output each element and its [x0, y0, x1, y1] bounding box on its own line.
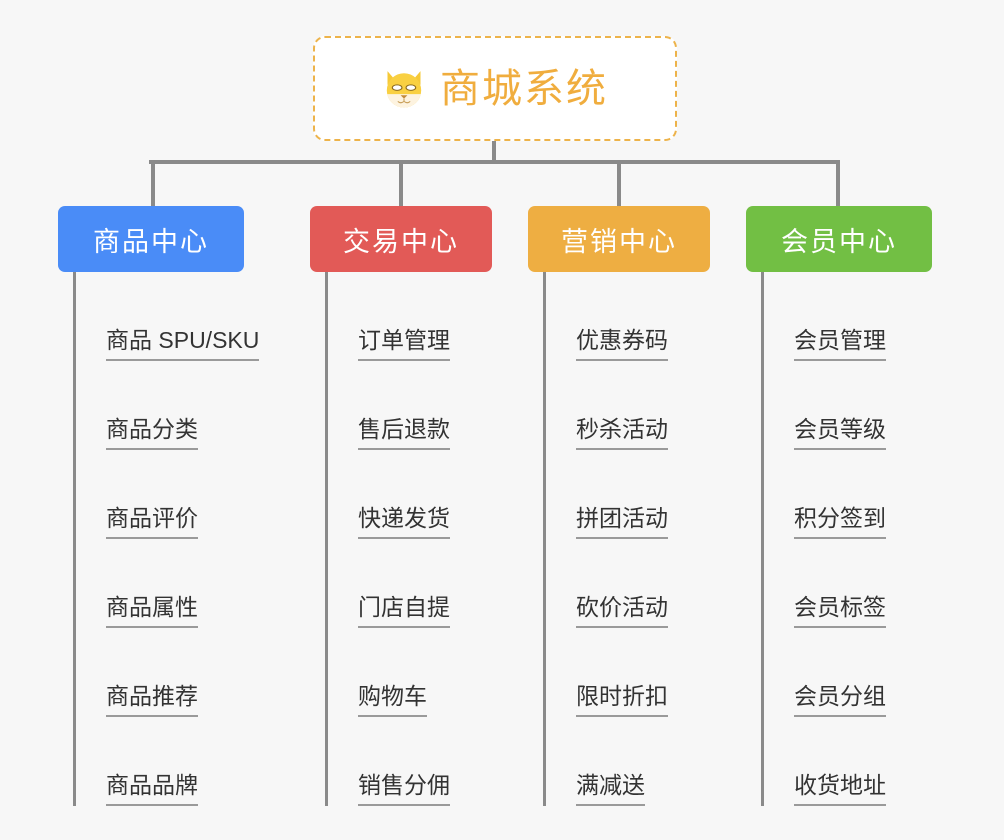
list-item-label: 会员分组 — [794, 683, 886, 717]
root-node[interactable]: 商城系统 — [313, 36, 677, 141]
column-trunk — [761, 272, 764, 806]
list-item-label: 会员管理 — [794, 327, 886, 361]
connector-stem — [492, 141, 496, 163]
list-item[interactable]: 门店自提 — [310, 539, 492, 628]
list-item-label: 订单管理 — [358, 327, 450, 361]
list-item-label: 购物车 — [358, 683, 427, 717]
list-item-label: 售后退款 — [358, 416, 450, 450]
column-trunk — [325, 272, 328, 806]
list-item[interactable]: 砍价活动 — [528, 539, 710, 628]
list-item-label: 门店自提 — [358, 594, 450, 628]
list-item[interactable]: 商品分类 — [58, 361, 244, 450]
root-title: 商城系统 — [440, 66, 608, 111]
list-item-label: 商品推荐 — [106, 683, 198, 717]
list-item[interactable]: 订单管理 — [310, 272, 492, 361]
list-item[interactable]: 收货地址 — [746, 717, 932, 806]
category-header-marketing[interactable]: 营销中心 — [528, 206, 710, 272]
category-column-marketing: 营销中心 优惠券码 秒杀活动 拼团活动 砍价活动 限时折扣 满减送 — [528, 206, 710, 806]
connector-drop-3 — [617, 160, 621, 206]
list-item-label: 商品分类 — [106, 416, 198, 450]
category-column-product: 商品中心 商品 SPU/SKU 商品分类 商品评价 商品属性 商品推荐 商品品牌 — [58, 206, 260, 806]
list-item[interactable]: 满减送 — [528, 717, 710, 806]
category-items-marketing: 优惠券码 秒杀活动 拼团活动 砍价活动 限时折扣 满减送 — [528, 272, 710, 806]
category-items-member: 会员管理 会员等级 积分签到 会员标签 会员分组 收货地址 — [746, 272, 932, 806]
list-item-label: 销售分佣 — [358, 772, 450, 806]
category-column-member: 会员中心 会员管理 会员等级 积分签到 会员标签 会员分组 收货地址 — [746, 206, 932, 806]
list-item-label: 优惠券码 — [576, 327, 668, 361]
list-item[interactable]: 销售分佣 — [310, 717, 492, 806]
list-item-label: 商品品牌 — [106, 772, 198, 806]
list-item-label: 商品评价 — [106, 505, 198, 539]
list-item-label: 商品属性 — [106, 594, 198, 628]
list-item[interactable]: 会员分组 — [746, 628, 932, 717]
list-item[interactable]: 会员标签 — [746, 539, 932, 628]
list-item[interactable]: 积分签到 — [746, 450, 932, 539]
column-trunk — [73, 272, 76, 806]
list-item[interactable]: 会员等级 — [746, 361, 932, 450]
list-item-label: 限时折扣 — [576, 683, 668, 717]
column-trunk — [543, 272, 546, 806]
category-items-trade: 订单管理 售后退款 快递发货 门店自提 购物车 销售分佣 — [310, 272, 492, 806]
list-item[interactable]: 购物车 — [310, 628, 492, 717]
connector-drop-1 — [151, 160, 155, 206]
list-item[interactable]: 限时折扣 — [528, 628, 710, 717]
connector-bus — [149, 160, 840, 164]
list-item-label: 积分签到 — [794, 505, 886, 539]
list-item[interactable]: 商品品牌 — [58, 717, 244, 806]
dog-face-icon — [386, 70, 422, 108]
list-item[interactable]: 快递发货 — [310, 450, 492, 539]
category-header-member[interactable]: 会员中心 — [746, 206, 932, 272]
category-items-product: 商品 SPU/SKU 商品分类 商品评价 商品属性 商品推荐 商品品牌 — [58, 272, 260, 806]
list-item-label: 收货地址 — [794, 772, 886, 806]
list-item[interactable]: 拼团活动 — [528, 450, 710, 539]
category-header-trade[interactable]: 交易中心 — [310, 206, 492, 272]
list-item-label: 砍价活动 — [576, 594, 668, 628]
list-item[interactable]: 商品评价 — [58, 450, 244, 539]
connector-drop-2 — [399, 160, 403, 206]
list-item[interactable]: 商品推荐 — [58, 628, 244, 717]
connector-drop-4 — [836, 160, 840, 206]
list-item-label: 快递发货 — [358, 505, 450, 539]
list-item[interactable]: 秒杀活动 — [528, 361, 710, 450]
list-item[interactable]: 优惠券码 — [528, 272, 710, 361]
list-item[interactable]: 商品 SPU/SKU — [58, 272, 260, 361]
category-header-product[interactable]: 商品中心 — [58, 206, 244, 272]
category-column-trade: 交易中心 订单管理 售后退款 快递发货 门店自提 购物车 销售分佣 — [310, 206, 492, 806]
list-item-label: 会员等级 — [794, 416, 886, 450]
list-item-label: 满减送 — [576, 772, 645, 806]
list-item[interactable]: 售后退款 — [310, 361, 492, 450]
list-item-label: 拼团活动 — [576, 505, 668, 539]
list-item-label: 秒杀活动 — [576, 416, 668, 450]
list-item[interactable]: 会员管理 — [746, 272, 932, 361]
list-item[interactable]: 商品属性 — [58, 539, 244, 628]
list-item-label: 商品 SPU/SKU — [106, 327, 260, 361]
list-item-label: 会员标签 — [794, 594, 886, 628]
